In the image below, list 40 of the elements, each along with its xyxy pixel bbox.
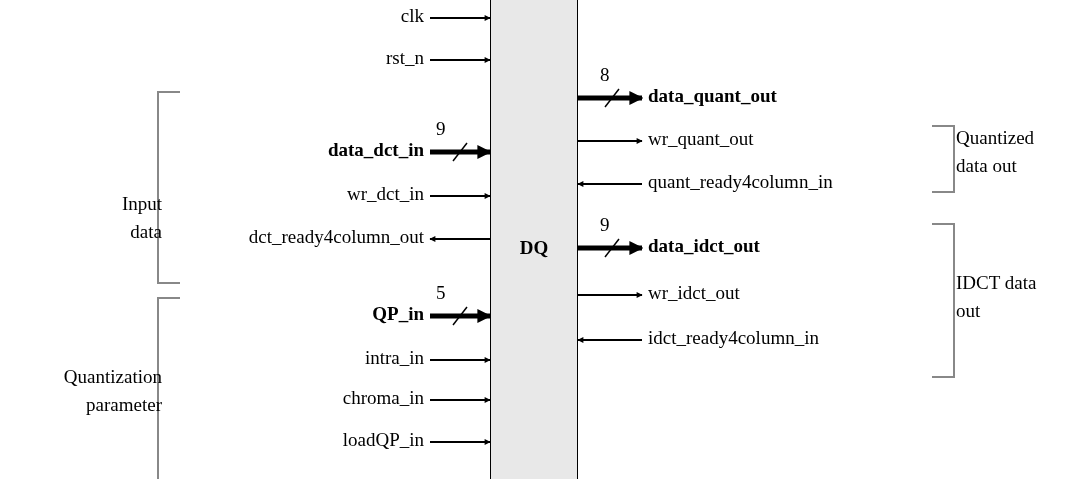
- signal-arrow: [577, 181, 643, 187]
- signal-arrow: [429, 193, 491, 199]
- signal-name: data_dct_in: [327, 139, 424, 161]
- signal-name: wr_idct_out: [648, 282, 740, 304]
- signal-arrow: [429, 397, 491, 403]
- bus-arrow: [430, 309, 492, 323]
- bus-width-label: 5: [436, 282, 446, 304]
- signal-name: idct_ready4column_in: [648, 327, 819, 349]
- signal-name: intra_in: [364, 347, 424, 369]
- group-label: IDCT data out: [956, 271, 1038, 323]
- group-label: Quantized data out: [956, 126, 1036, 178]
- signal-name: chroma_in: [342, 387, 424, 409]
- signal-name: quant_ready4column_in: [648, 171, 833, 193]
- signal-name: QP_in: [372, 303, 424, 325]
- signal-arrow: [429, 15, 491, 21]
- bus-width-label: 9: [436, 118, 446, 140]
- bus-arrow: [430, 145, 492, 159]
- signal-name: rst_n: [386, 47, 424, 69]
- signal-name: dct_ready4column_out: [248, 226, 424, 248]
- group-label: Input data: [120, 192, 162, 244]
- signal-arrow: [577, 292, 643, 298]
- bus-width-label: 9: [600, 214, 610, 236]
- signal-arrow: [429, 57, 491, 63]
- signal-name: clk: [400, 5, 424, 27]
- bus-width-label: 8: [600, 64, 610, 86]
- signal-name: wr_dct_in: [346, 183, 424, 205]
- signal-name: data_idct_out: [648, 235, 760, 257]
- signal-name: data_quant_out: [648, 85, 777, 107]
- signal-arrow: [577, 138, 643, 144]
- block-name: DQ: [518, 237, 550, 259]
- module-block: [490, 0, 578, 479]
- signal-name: wr_quant_out: [648, 128, 754, 150]
- signal-arrow: [429, 357, 491, 363]
- bus-arrow: [578, 241, 644, 255]
- signal-arrow: [577, 337, 643, 343]
- bus-arrow: [578, 91, 644, 105]
- signal-name: loadQP_in: [342, 429, 424, 451]
- signal-arrow: [429, 236, 491, 242]
- signal-arrow: [429, 439, 491, 445]
- group-label: Quantization parameter: [62, 365, 162, 417]
